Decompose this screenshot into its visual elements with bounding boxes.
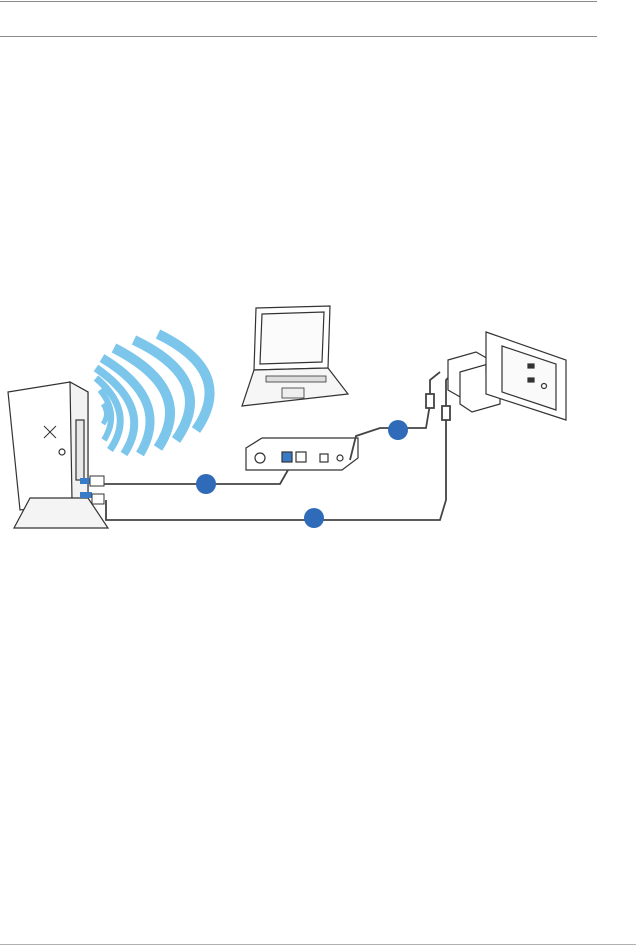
wall-outlet xyxy=(486,332,566,420)
laptop xyxy=(242,306,348,406)
callout-c xyxy=(304,508,324,528)
network-setup-diagram xyxy=(0,300,636,540)
header-rule-bottom xyxy=(0,36,597,37)
callout-b xyxy=(388,420,408,440)
wifi-signal-icon xyxy=(96,334,210,454)
footer-rule xyxy=(0,944,636,945)
header-rule-top xyxy=(0,1,597,2)
wireless-router xyxy=(8,382,108,528)
callout-a xyxy=(196,474,216,494)
modem xyxy=(246,438,358,470)
